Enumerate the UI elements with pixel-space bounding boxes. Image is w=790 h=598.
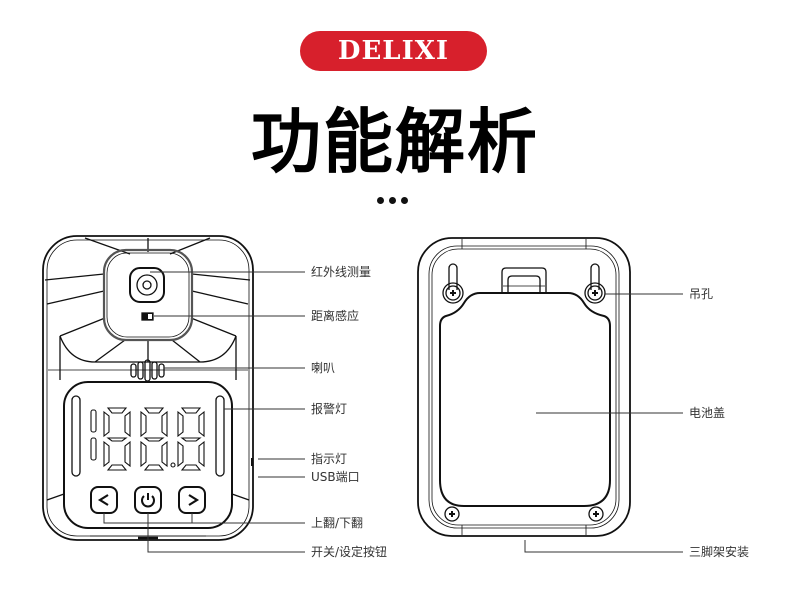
- callout-alarm-light: 报警灯: [311, 402, 348, 416]
- front-device: [42, 235, 254, 541]
- power-icon: [141, 493, 155, 508]
- callout-hanging-hole: 吊孔: [689, 287, 714, 301]
- chevron-right-icon: [188, 494, 200, 506]
- callout-power-set-button: 开关/设定按钮: [311, 545, 388, 559]
- speaker-grille-icon: [130, 359, 165, 382]
- page-up-button[interactable]: [90, 486, 118, 514]
- hanging-hole-right: [590, 263, 600, 290]
- callout-distance-sensor: 距离感应: [311, 309, 360, 323]
- callout-ir-measure: 红外线测量: [311, 265, 372, 279]
- logo-text: DELIXI: [337, 36, 450, 66]
- callout-battery-cover: 电池盖: [689, 406, 726, 420]
- callout-indicator-light: 指示灯: [311, 452, 348, 466]
- callout-speaker: 喇叭: [311, 361, 336, 375]
- chevron-left-icon: [97, 494, 109, 506]
- ellipsis-dots: [377, 197, 408, 204]
- page-title: 功能解析: [251, 101, 539, 183]
- page-down-button[interactable]: [178, 486, 206, 514]
- callout-page-buttons: 上翻/下翻: [311, 516, 364, 530]
- delixi-logo: DELIXI: [300, 31, 487, 71]
- hanging-hole-left: [448, 263, 458, 290]
- back-device: [417, 237, 631, 537]
- callout-usb-port: USB端口: [311, 470, 360, 484]
- battery-cover: [439, 292, 611, 507]
- seven-segment-display: [90, 407, 205, 471]
- callout-tripod-mount: 三脚架安装: [689, 545, 750, 559]
